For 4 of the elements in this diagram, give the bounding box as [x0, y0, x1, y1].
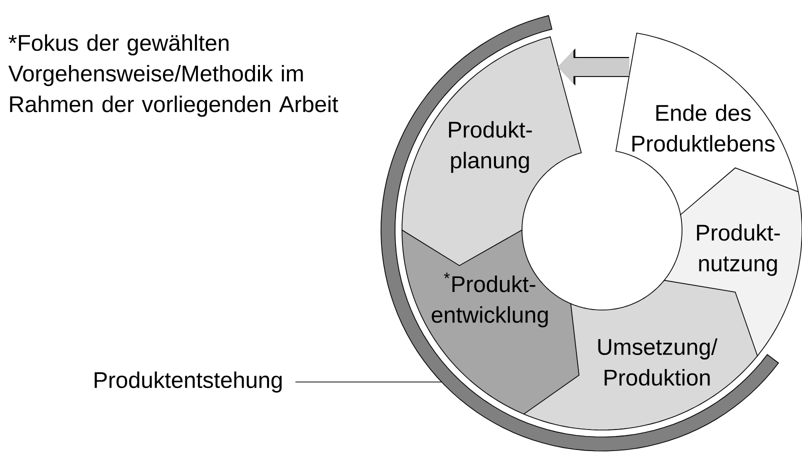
- label-text: Produktentstehung: [94, 371, 282, 393]
- ring-segment: Produkt- planung: [402, 36, 582, 266]
- arc-band: [380, 15, 780, 452]
- footnote-text: *Fokus der gewählten Vorgehensweise/Methodik im Rahmen der vorliegenden Arbeit: [8, 34, 338, 117]
